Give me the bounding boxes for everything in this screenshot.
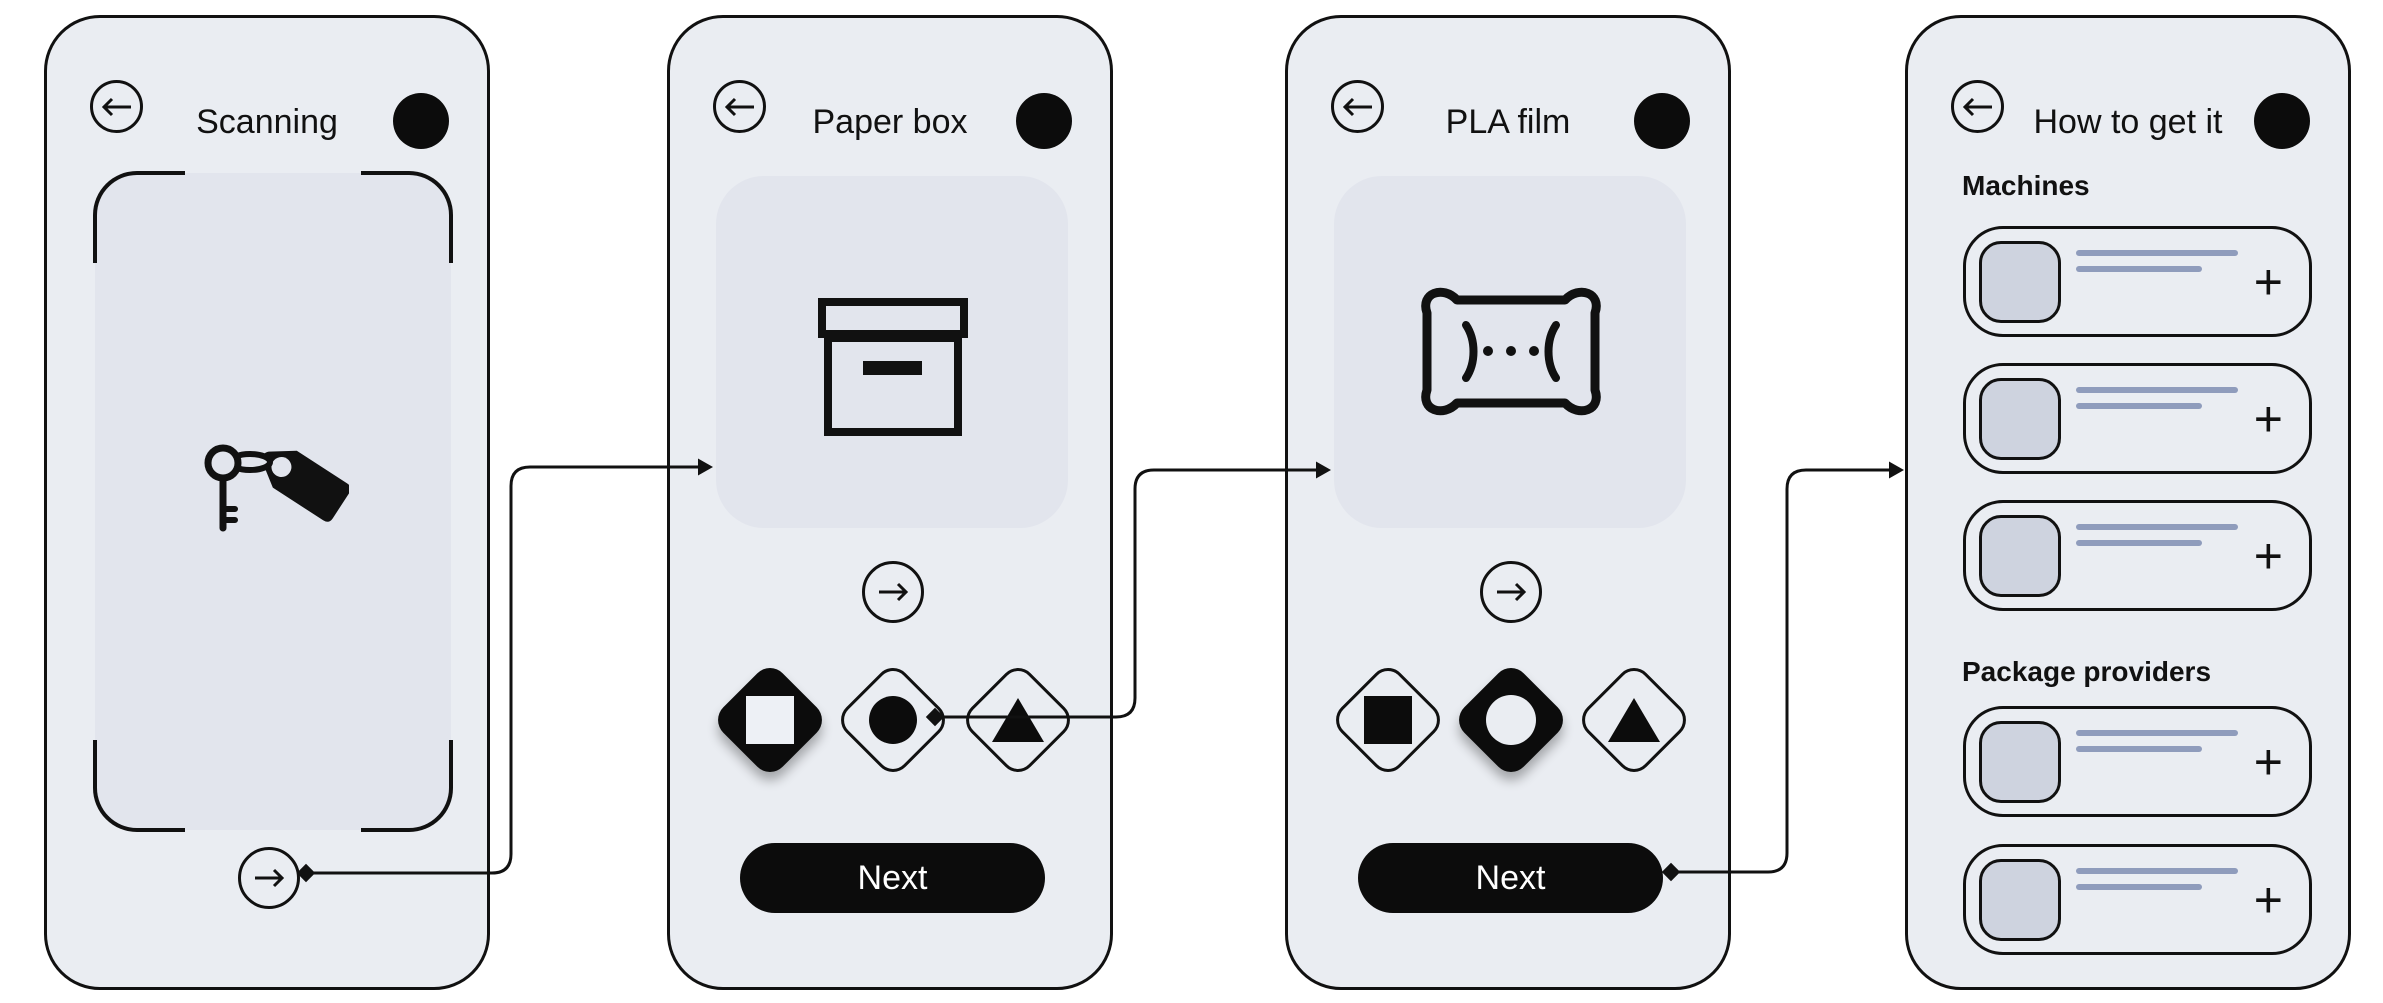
- skeleton-text-line: [2076, 730, 2238, 736]
- product-image-panel: [1334, 176, 1686, 528]
- shape-option-square[interactable]: [710, 660, 830, 780]
- key-tag-icon: [204, 444, 349, 532]
- circle-glyph-icon: [1486, 695, 1536, 745]
- product-image-panel: [716, 176, 1068, 528]
- page-title: Paper box: [812, 103, 968, 141]
- triangle-glyph-icon: [1608, 698, 1660, 742]
- archive-box-icon: [818, 298, 968, 436]
- machine-list-item[interactable]: +: [1963, 363, 2312, 474]
- profile-avatar[interactable]: [2254, 93, 2310, 149]
- rotate-view-button[interactable]: [862, 561, 924, 623]
- shape-option-circle[interactable]: [833, 660, 953, 780]
- rotate-view-button[interactable]: [1480, 561, 1542, 623]
- skeleton-text-line: [2076, 403, 2202, 409]
- item-thumbnail: [1979, 515, 2061, 597]
- viewfinder-corner-icon: [93, 171, 185, 263]
- item-thumbnail: [1979, 378, 2061, 460]
- shape-option-triangle[interactable]: [958, 660, 1078, 780]
- circle-glyph-icon: [869, 696, 917, 744]
- profile-avatar[interactable]: [1016, 93, 1072, 149]
- back-button[interactable]: [1951, 80, 2004, 133]
- back-arrow-icon: [101, 97, 131, 116]
- skeleton-text-line: [2076, 540, 2202, 546]
- skeleton-text-line: [2076, 266, 2202, 272]
- scan-next-button[interactable]: [238, 847, 300, 909]
- skeleton-text-line: [2076, 524, 2238, 530]
- add-item-button[interactable]: +: [2253, 527, 2283, 584]
- section-label-machines: Machines: [1962, 170, 2090, 201]
- back-arrow-icon: [724, 97, 754, 116]
- screen-scanning: Scanning: [44, 15, 490, 990]
- back-button[interactable]: [1331, 80, 1384, 133]
- scan-viewfinder: [93, 171, 453, 832]
- item-thumbnail: [1979, 859, 2061, 941]
- screen-how-to-get-it: How to get it Machines + + + Package pro…: [1905, 15, 2351, 990]
- skeleton-text-line: [2076, 868, 2238, 874]
- skeleton-text-line: [2076, 746, 2202, 752]
- back-button[interactable]: [713, 80, 766, 133]
- film-wrap-icon: [1421, 287, 1601, 416]
- shape-option-square[interactable]: [1328, 660, 1448, 780]
- arrowhead-icon: [1889, 461, 1904, 479]
- screen-paper-box: Paper box Next: [667, 15, 1113, 990]
- shape-option-circle[interactable]: [1451, 660, 1571, 780]
- section-label-package-providers: Package providers: [1962, 656, 2212, 687]
- machine-list-item[interactable]: +: [1963, 226, 2312, 337]
- skeleton-text-line: [2076, 250, 2238, 256]
- forward-arrow-icon: [1497, 582, 1527, 602]
- add-item-button[interactable]: +: [2253, 253, 2283, 310]
- viewfinder-corner-icon: [361, 740, 453, 832]
- next-button[interactable]: Next: [740, 843, 1045, 913]
- shape-option-triangle[interactable]: [1574, 660, 1694, 780]
- item-thumbnail: [1979, 241, 2061, 323]
- machine-list-item[interactable]: +: [1963, 500, 2312, 611]
- add-item-button[interactable]: +: [2253, 390, 2283, 447]
- forward-arrow-icon: [255, 868, 285, 888]
- square-glyph-icon: [746, 696, 794, 744]
- add-item-button[interactable]: +: [2253, 733, 2283, 790]
- page-title: PLA film: [1445, 103, 1571, 141]
- triangle-glyph-icon: [992, 698, 1044, 742]
- next-button[interactable]: Next: [1358, 843, 1663, 913]
- screen-pla-film: PLA film: [1285, 15, 1731, 990]
- back-button[interactable]: [90, 80, 143, 133]
- profile-avatar[interactable]: [1634, 93, 1690, 149]
- viewfinder-corner-icon: [93, 740, 185, 832]
- skeleton-text-line: [2076, 884, 2202, 890]
- back-arrow-icon: [1342, 97, 1372, 116]
- profile-avatar[interactable]: [393, 93, 449, 149]
- forward-arrow-icon: [879, 582, 909, 602]
- skeleton-text-line: [2076, 387, 2238, 393]
- provider-list-item[interactable]: +: [1963, 706, 2312, 817]
- viewfinder-corner-icon: [361, 171, 453, 263]
- square-glyph-icon: [1364, 696, 1412, 744]
- back-arrow-icon: [1962, 97, 1992, 116]
- add-item-button[interactable]: +: [2253, 871, 2283, 928]
- page-title: Scanning: [196, 103, 338, 141]
- provider-list-item[interactable]: +: [1963, 844, 2312, 955]
- item-thumbnail: [1979, 721, 2061, 803]
- page-title: How to get it: [2033, 103, 2223, 141]
